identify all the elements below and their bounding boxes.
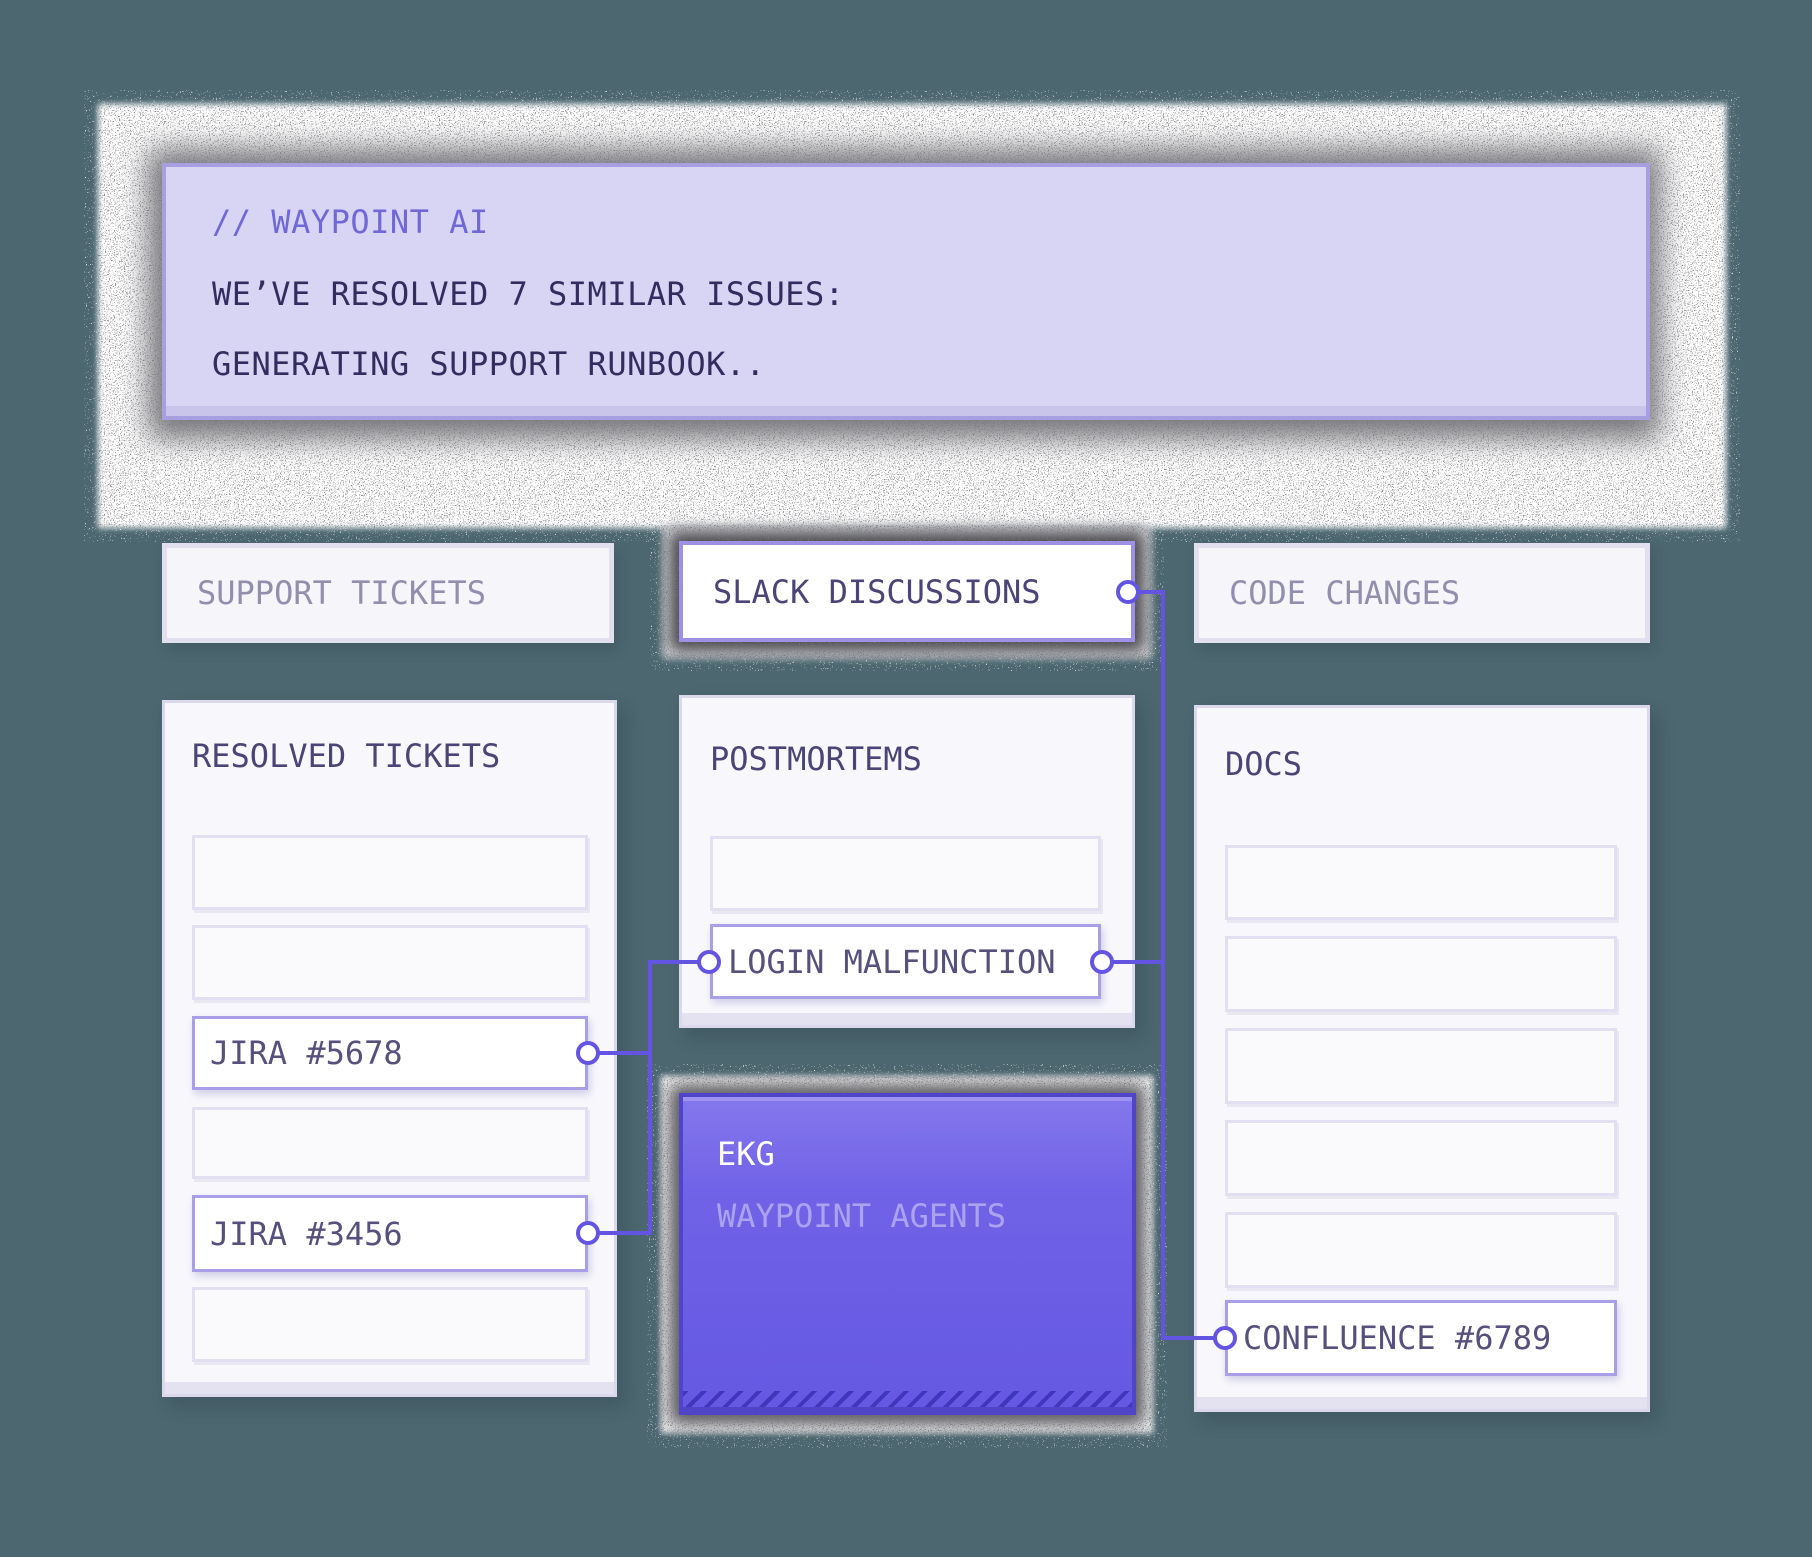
login-malfunction-label: LOGIN MALFUNCTION [728, 942, 1056, 981]
empty-doc-slot [1225, 1028, 1617, 1104]
empty-doc-slot [1225, 1120, 1617, 1196]
empty-ticket-slot [192, 925, 588, 1000]
resolved-tickets-title: RESOLVED TICKETS [192, 737, 501, 775]
empty-doc-slot [1225, 1212, 1617, 1288]
slack-discussions-node[interactable]: SLACK DISCUSSIONS [679, 541, 1135, 642]
resolved-tickets-panel: RESOLVED TICKETS JIRA #5678 JIRA #3456 [162, 700, 617, 1397]
empty-doc-slot [1225, 936, 1617, 1012]
empty-ticket-slot [192, 1107, 588, 1179]
empty-doc-slot [1225, 845, 1617, 920]
code-changes-header: CODE CHANGES [1194, 543, 1650, 643]
ekg-waypoint-agents-node[interactable]: EKG WAYPOINT AGENTS [679, 1093, 1136, 1415]
empty-postmortem-slot [710, 836, 1101, 911]
postmortems-panel: POSTMORTEMS LOGIN MALFUNCTION [679, 695, 1135, 1028]
ekg-label: EKG [717, 1135, 775, 1173]
ekg-hatch-stripes [683, 1391, 1132, 1407]
slack-discussions-label: SLACK DISCUSSIONS [713, 572, 1041, 611]
support-tickets-label: SUPPORT TICKETS [197, 574, 486, 612]
ai-banner: // WAYPOINT AI WE’VE RESOLVED 7 SIMILAR … [162, 163, 1650, 420]
docs-panel: DOCS CONFLUENCE #6789 [1194, 705, 1650, 1412]
confluence-doc-node[interactable]: CONFLUENCE #6789 [1225, 1300, 1617, 1376]
jira-3456-label: JIRA #3456 [210, 1214, 403, 1253]
empty-ticket-slot [192, 835, 588, 910]
support-tickets-header: SUPPORT TICKETS [162, 543, 614, 643]
banner-status-line-1: WE’VE RESOLVED 7 SIMILAR ISSUES: [212, 275, 845, 313]
waypoint-agents-label: WAYPOINT AGENTS [717, 1197, 1006, 1235]
jira-5678-label: JIRA #5678 [210, 1034, 403, 1072]
docs-title: DOCS [1225, 745, 1303, 783]
login-malfunction-node[interactable]: LOGIN MALFUNCTION [710, 924, 1101, 999]
confluence-6789-label: CONFLUENCE #6789 [1243, 1319, 1552, 1357]
banner-comment: // WAYPOINT AI [212, 203, 489, 241]
empty-ticket-slot [192, 1287, 588, 1362]
banner-status-line-2: GENERATING SUPPORT RUNBOOK.. [212, 345, 766, 383]
code-changes-label: CODE CHANGES [1229, 574, 1461, 612]
jira-ticket-node-5678[interactable]: JIRA #5678 [192, 1016, 588, 1090]
postmortems-title: POSTMORTEMS [710, 740, 922, 778]
jira-ticket-node-3456[interactable]: JIRA #3456 [192, 1195, 588, 1272]
